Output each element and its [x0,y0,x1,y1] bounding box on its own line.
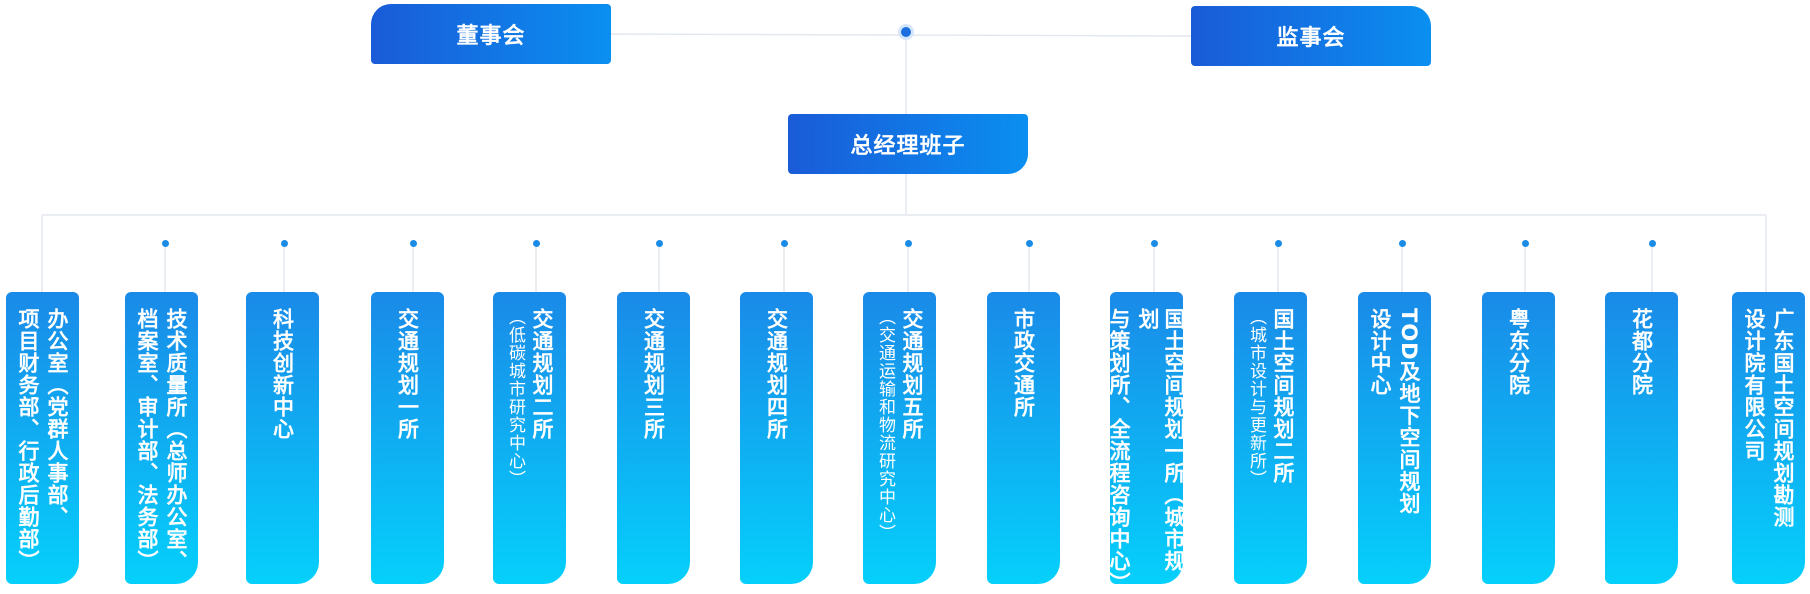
dept-label: 国土空间规划二所 [1271,308,1295,484]
connector-dot [1150,240,1158,247]
dept-sublabel: 项目财务部、行政后勤部） [16,308,40,572]
connector-dot [280,240,288,247]
dept-sublabel: （城市设计与更新所） [1246,308,1266,488]
dept-traffic-planning-3: 交通规划三所 [617,292,690,584]
dept-label: 交通规划四所 [764,308,789,440]
dept-sublabel: （低碳城市研究中心） [505,308,525,488]
dept-office: 办公室（党群人事部、 项目财务部、行政后勤部） [6,292,79,584]
dept-sublabel: 设计中心 [1368,308,1392,396]
dept-label: 科技创新中心 [270,308,295,440]
dept-label: 交通规划一所 [395,308,420,440]
connector-dot [655,240,663,247]
connector-dot [1648,240,1656,247]
dept-label: 国土空间规划一所（城市规划 [1136,308,1186,572]
connector-dot [1398,240,1406,247]
connector-dot [532,240,540,247]
dept-traffic-planning-1: 交通规划一所 [371,292,444,584]
dept-traffic-planning-4: 交通规划四所 [740,292,813,584]
dept-label: 花都分院 [1629,308,1654,396]
dept-tech-innovation: 科技创新中心 [246,292,319,584]
dept-sublabel: 设计院有限公司 [1742,308,1766,462]
dept-label: 广东国土空间规划勘测 [1771,308,1795,528]
dept-technical-quality: 技术质量所（总师办公室、 档案室、审计部、法务部） [125,292,198,584]
dept-tod-underground: TOD及地下空间规划 设计中心 [1358,292,1431,584]
dept-label: 市政交通所 [1011,308,1036,418]
dept-sublabel: （交通运输和物流研究中心） [875,308,895,542]
dept-municipal-traffic: 市政交通所 [987,292,1060,584]
connector-dot [1274,240,1282,247]
dept-spatial-planning-2: 国土空间规划二所 （城市设计与更新所） [1234,292,1307,584]
connector-dot [904,240,912,247]
dept-label: 交通规划二所 [530,308,554,440]
connector-dot [409,240,417,247]
connector-dot [161,240,169,247]
dept-huadu-branch: 花都分院 [1605,292,1678,584]
dept-traffic-planning-5: 交通规划五所 （交通运输和物流研究中心） [863,292,936,584]
dept-label: 交通规划五所 [900,308,924,440]
dept-label: 办公室（党群人事部、 [45,308,69,528]
connector-dot [1521,240,1529,247]
general-manager-box: 总经理班子 [788,114,1028,174]
dept-label: TOD及地下空间规划 [1397,308,1421,515]
connector-dot [1025,240,1033,247]
board-of-supervisors-box: 监事会 [1191,6,1431,66]
dept-label: 交通规划三所 [641,308,666,440]
dept-sublabel: 与策划所、全流程咨询中心） [1107,308,1131,594]
board-of-directors-box: 董事会 [371,4,611,64]
dept-label: 技术质量所（总师办公室、 [164,308,188,572]
connector-dot [780,240,788,247]
dept-yuedong-branch: 粤东分院 [1482,292,1555,584]
dept-guangdong-subsidiary: 广东国土空间规划勘测 设计院有限公司 [1732,292,1805,584]
dept-label: 粤东分院 [1506,308,1531,396]
center-node-dot [901,27,911,37]
dept-traffic-planning-2: 交通规划二所 （低碳城市研究中心） [493,292,566,584]
dept-spatial-planning-1: 国土空间规划一所（城市规划 与策划所、全流程咨询中心） [1107,292,1186,594]
dept-sublabel: 档案室、审计部、法务部） [135,308,159,572]
